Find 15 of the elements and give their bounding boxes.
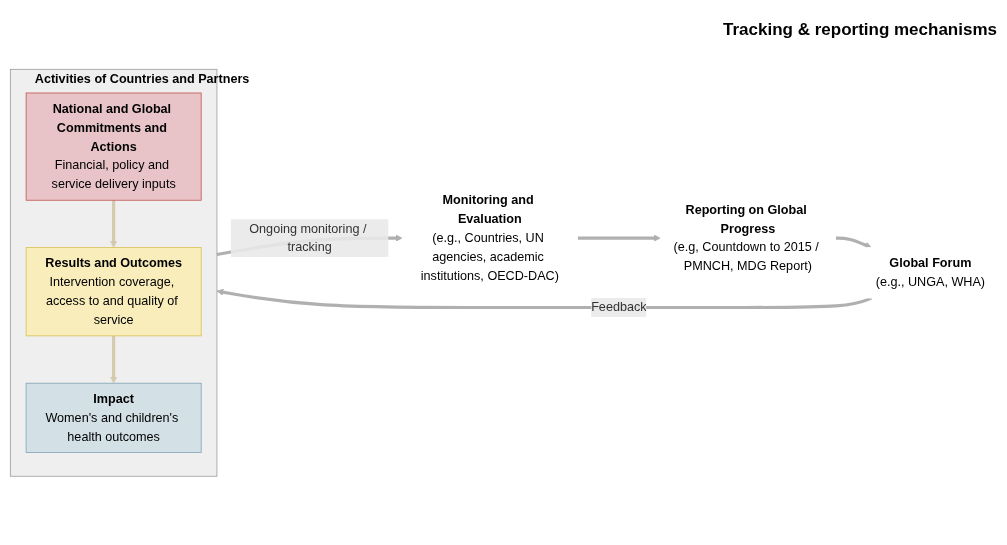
edge-label: Ongoing monitoring / tracking bbox=[248, 221, 366, 254]
arrow bbox=[216, 288, 872, 309]
arrow bbox=[109, 335, 117, 384]
node-box: Impact Women's and children's health outcomes bbox=[25, 382, 202, 453]
edge-label: Feedback bbox=[590, 300, 647, 314]
node-box: National and Global Commitments and Actions Financial, policy and service delivery inputs bbox=[25, 92, 202, 201]
arrow bbox=[576, 234, 661, 242]
node-label: Activities of Countries and Partners bbox=[34, 71, 249, 85]
node-text: Monitoring and Evaluation (e.g., Countries, UN agencies, academic institutions, OECD-DAC) bbox=[420, 192, 559, 282]
node-box: Results and Outcomes Intervention coverage, access to and quality of service bbox=[25, 246, 202, 336]
node-text: Reporting on Global Progress (e.g, Countdown to 2015 / PMNCH, MDG Report) bbox=[673, 202, 819, 273]
heading-label: Tracking & reporting mechanisms bbox=[723, 20, 997, 40]
arrow bbox=[109, 199, 117, 248]
arrow bbox=[834, 236, 872, 248]
node-text: Global Forum (e.g., UNGA, WHA) bbox=[875, 255, 985, 289]
